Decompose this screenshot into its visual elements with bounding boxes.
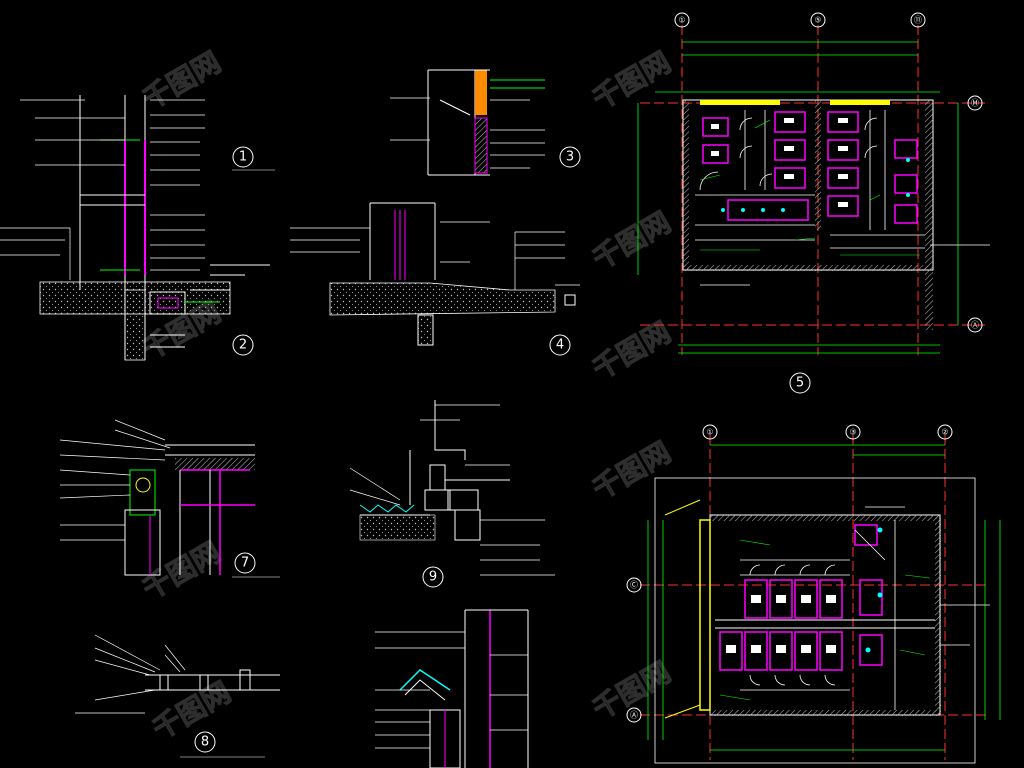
detail-10-section <box>375 609 529 768</box>
watermark: 千图网 <box>587 315 676 386</box>
axis-label: ① <box>678 16 685 25</box>
axis-label: ⑤ <box>814 16 821 25</box>
axis-label: ② <box>941 428 948 437</box>
watermark: 千图网 <box>587 45 676 116</box>
watermark: 千图网 <box>137 45 226 116</box>
detail-marker-8: 8 <box>201 735 209 750</box>
detail-9-section: 9 <box>349 400 555 588</box>
detail-3-section: 3 <box>390 69 581 176</box>
detail-4-section: 4 <box>290 202 580 356</box>
toilet-plan-lower: ① ③ ② Ⓒ Ⓐ <box>626 424 1001 764</box>
axis-label: Ⓒ <box>630 581 638 590</box>
detail-7-section: 7 <box>59 419 280 578</box>
detail-8-section: 8 <box>75 634 280 758</box>
toilet-plan-upper: ① ⑤ ⑪ Ⓜ Ⓐ <box>637 12 990 394</box>
detail-marker-9: 9 <box>429 570 437 585</box>
detail-marker-5: 5 <box>796 376 804 391</box>
detail-marker-4: 4 <box>556 338 564 353</box>
axis-label: Ⓐ <box>971 321 979 330</box>
axis-label: ③ <box>849 428 856 437</box>
axis-label: ① <box>706 428 713 437</box>
detail-marker-2: 2 <box>239 338 247 353</box>
detail-marker-1: 1 <box>239 150 247 165</box>
detail-marker-3: 3 <box>566 150 574 165</box>
watermark: 千图网 <box>587 205 676 276</box>
axis-label: ⑪ <box>914 16 922 25</box>
detail-1-wall-section: 1 2 <box>0 95 275 361</box>
watermark-layer: 千图网 千图网 千图网 千图网 千图网 千图网 千图网 千图网 千图网 <box>137 45 677 747</box>
detail-marker-7: 7 <box>241 556 249 571</box>
watermark: 千图网 <box>587 435 676 506</box>
axis-label: Ⓜ <box>971 99 979 108</box>
axis-label: Ⓐ <box>630 711 638 720</box>
